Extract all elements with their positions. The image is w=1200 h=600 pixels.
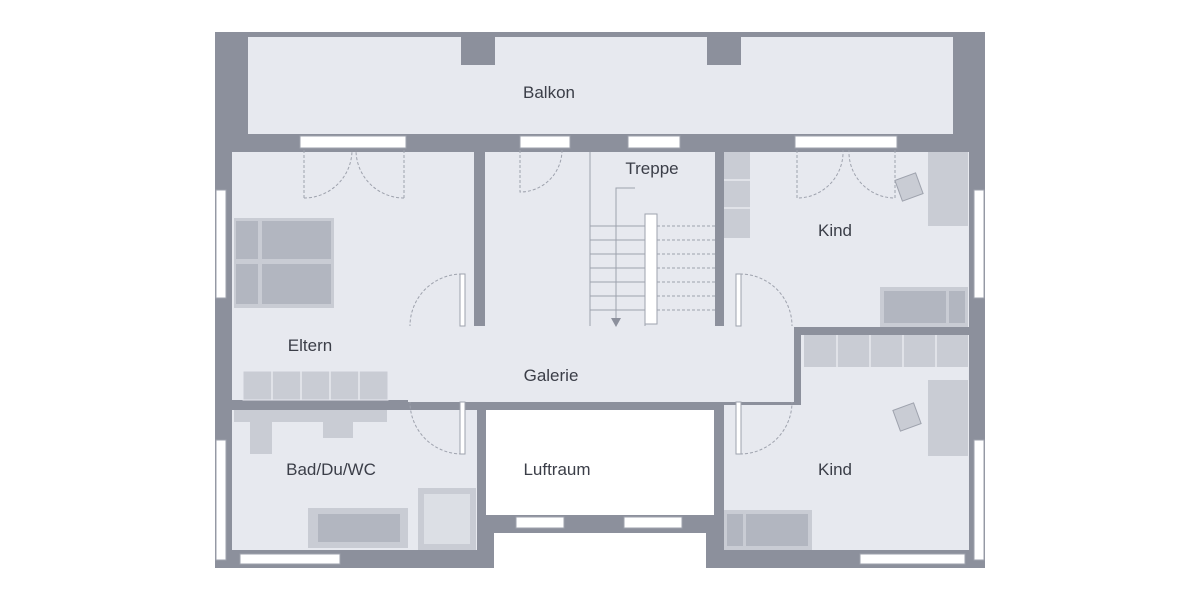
window-bottom [859, 553, 966, 565]
balcony-door [794, 135, 898, 149]
desk [928, 380, 968, 456]
wardrobe [724, 152, 750, 238]
door-leaf [459, 401, 466, 455]
door-leaf [459, 273, 466, 327]
luftraum-window [623, 516, 683, 529]
label-treppe: Treppe [625, 159, 679, 178]
blanket [262, 221, 331, 259]
label-luftraum: Luftraum [523, 460, 591, 479]
window-right [973, 189, 985, 299]
room-luftraum [486, 410, 714, 515]
room-balkon [248, 37, 953, 134]
blanket [884, 291, 946, 323]
label-bad: Bad/Du/WC [286, 460, 376, 479]
door-swings [303, 149, 896, 455]
label-kind-bottom: Kind [817, 460, 853, 479]
bathtub-inner [318, 514, 400, 542]
door-leaf [735, 273, 742, 327]
wardrobe [804, 335, 968, 367]
window-left [215, 439, 227, 561]
balkon-pillar [707, 32, 741, 65]
balcony-door [519, 135, 571, 149]
chair [892, 402, 922, 432]
blanket [262, 264, 331, 304]
pillow [236, 221, 258, 259]
balcony-door [627, 135, 681, 149]
blanket [746, 514, 808, 546]
pillow [727, 514, 743, 546]
toilet [250, 422, 272, 454]
window-left [215, 189, 227, 299]
label-galerie: Galerie [523, 366, 579, 385]
label-kind-top: Kind [817, 221, 853, 240]
window-right [973, 439, 985, 561]
chair [894, 172, 924, 202]
wardrobe [242, 370, 389, 401]
balcony-door [299, 135, 407, 149]
sink [323, 422, 353, 438]
label-balkon: Balkon [523, 83, 575, 102]
pillow [236, 264, 258, 304]
desk [928, 152, 968, 226]
room-galerie-wide [408, 326, 794, 402]
entrance-notch [494, 533, 706, 568]
balkon-pillar [461, 32, 495, 65]
pillow [949, 291, 965, 323]
door-leaf [735, 401, 742, 455]
stair-arrow-icon [611, 318, 621, 327]
shower-tray [424, 494, 470, 544]
vanity [234, 410, 387, 422]
luftraum-window [515, 516, 565, 529]
staircase [589, 152, 715, 326]
window-bottom [239, 553, 341, 565]
label-eltern: Eltern [287, 336, 333, 355]
